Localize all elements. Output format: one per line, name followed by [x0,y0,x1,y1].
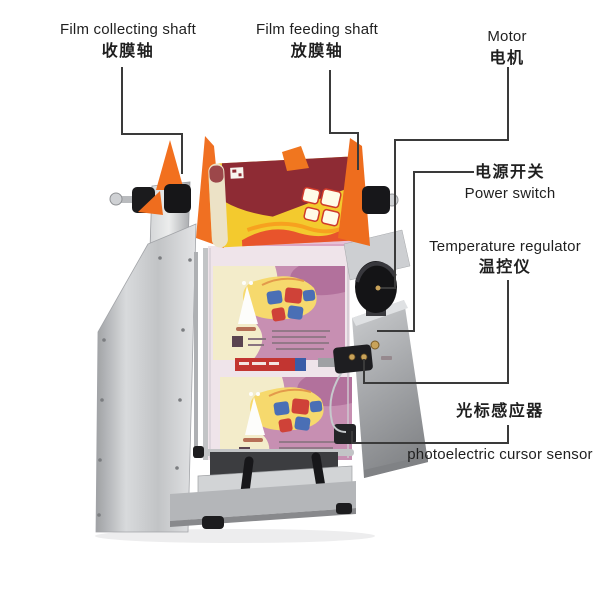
label-film-collecting-shaft-zh: 收膜轴 [101,43,155,60]
label-motor-zh: 电机 [489,50,525,67]
collecting-flange [156,140,184,190]
machine-base [170,424,356,529]
label-photoelectric-cursor-sensor: 光标感应器 photoelectric cursor sensor [395,402,600,464]
collecting-shaft-knob [164,184,191,213]
label-temperature-regulator-zh: 温控仪 [478,259,532,276]
roll-fin [282,146,309,171]
film-roll-top [208,156,362,248]
label-power-switch-zh: 电源开关 [474,164,545,181]
machine-foot [202,516,224,529]
roll-flange-right [338,138,370,246]
label-film-feeding-shaft-en: Film feeding shaft [256,21,378,38]
connector-power-switch [377,171,474,332]
connector-film-feeding-shaft [329,70,359,170]
label-film-collecting-shaft-en: Film collecting shaft [60,21,196,38]
power-switch-shape [370,340,380,350]
label-power-switch-en: Power switch [464,185,556,202]
machine-shadow [95,529,375,543]
guide-rod-left [194,252,198,458]
connector-motor [378,67,509,289]
base-bracket [334,424,356,444]
label-film-feeding-shaft: Film feeding shaft 放膜轴 [217,21,417,62]
shaft-coupling [362,186,390,214]
connector-temperature-regulator [363,280,509,384]
label-cursor-sensor-en: photoelectric cursor sensor [407,446,593,463]
label-power-switch: 电源开关 Power switch [420,163,600,203]
top-roll-assembly [109,136,399,248]
connector-cursor-sensor [351,425,509,444]
connector-film-collecting-shaft [121,67,183,174]
machine-foot [336,503,352,514]
label-cursor-sensor-zh: 光标感应器 [456,403,544,420]
label-temperature-regulator: Temperature regulator 温控仪 [395,238,600,278]
brand-mark [381,356,392,360]
label-temperature-regulator-en: Temperature regulator [429,238,581,255]
label-film-collecting-shaft: Film collecting shaft 收膜轴 [28,21,228,62]
label-film-feeding-shaft-zh: 放膜轴 [290,43,344,60]
film-panel-1 [212,265,346,372]
guide-rod-left-2 [203,248,208,460]
label-motor-en: Motor [487,28,527,45]
label-motor: Motor 电机 [427,28,587,69]
connector-endpoint-dot [375,285,381,291]
left-frame-panel [95,181,197,533]
cursor-sensor-shape [318,344,373,433]
